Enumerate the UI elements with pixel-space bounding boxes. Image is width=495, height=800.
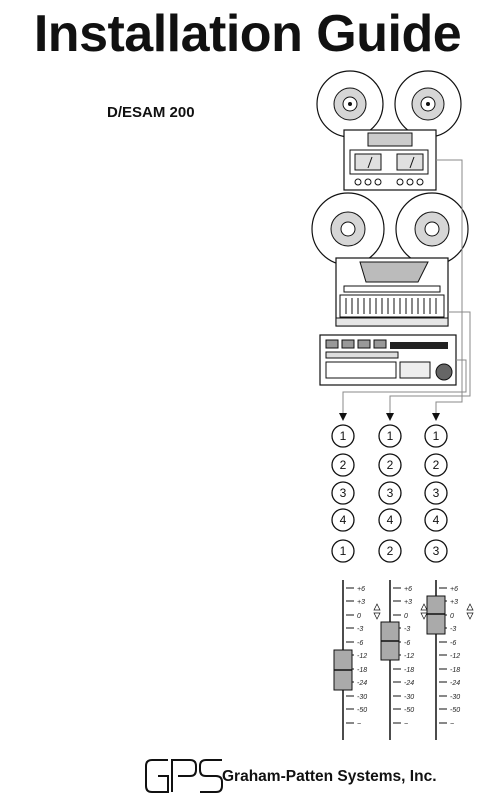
input-label: 1 (387, 429, 394, 443)
scale-label: 0 (404, 613, 408, 620)
input-button-3-1[interactable]: 1 (424, 424, 448, 448)
scale-label: +6 (450, 586, 458, 593)
tape-deck-2 (311, 192, 469, 327)
scale-label: -18 (357, 667, 367, 674)
scale-label: ~ (404, 721, 408, 728)
scale-label: +3 (450, 599, 458, 606)
video-recorder (319, 334, 457, 386)
scale-label: -6 (450, 640, 456, 647)
scale-label: -50 (450, 707, 460, 714)
gps-logo (145, 759, 223, 793)
scale-label: +6 (357, 586, 365, 593)
scale-label: -12 (450, 653, 460, 660)
scale-label: +3 (404, 599, 412, 606)
scale-label: -50 (357, 707, 367, 714)
input-label: 3 (433, 486, 440, 500)
input-button-2-3[interactable]: 3 (378, 481, 402, 505)
unity-arrow-icon (466, 603, 474, 620)
scale-label: -24 (450, 680, 460, 687)
scale-label: -3 (404, 626, 410, 633)
reel-left-icon (316, 70, 384, 138)
matrix-column-3: 1 2 3 4 3 (424, 424, 448, 563)
scale-label: -3 (357, 626, 363, 633)
input-label: 1 (340, 429, 347, 443)
input-label: 3 (340, 486, 347, 500)
fader-knob[interactable] (380, 621, 400, 661)
scale-label: -30 (357, 694, 367, 701)
reel-right-icon (395, 192, 469, 266)
input-label: 2 (387, 458, 394, 472)
signal-wires (342, 159, 471, 416)
output-indicator-1: 1 (331, 539, 355, 563)
fader-2: +6 +3 0 -3 -6 -12 -18 -24 -30 -50 ~ (380, 580, 428, 740)
scale-label: -18 (404, 667, 414, 674)
input-button-3-4[interactable]: 4 (424, 508, 448, 532)
scale-label: -24 (404, 680, 414, 687)
scale-label: ~ (450, 721, 454, 728)
input-button-2-1[interactable]: 1 (378, 424, 402, 448)
fader-knob[interactable] (333, 649, 353, 691)
output-indicator-2: 2 (378, 539, 402, 563)
company-name: Graham-Patten Systems, Inc. (222, 768, 437, 785)
scale-label: -50 (404, 707, 414, 714)
input-button-1-3[interactable]: 3 (331, 481, 355, 505)
scale-label: ~ (357, 721, 361, 728)
input-button-3-2[interactable]: 2 (424, 453, 448, 477)
scale-label: -24 (357, 680, 367, 687)
output-indicator-3: 3 (424, 539, 448, 563)
scale-label: -6 (404, 640, 410, 647)
unity-arrow-icon (373, 603, 381, 620)
fader-ticks (393, 587, 401, 724)
input-button-2-4[interactable]: 4 (378, 508, 402, 532)
fader-knob[interactable] (426, 595, 446, 635)
matrix-column-1: 1 2 3 4 1 (331, 424, 355, 563)
input-button-2-2[interactable]: 2 (378, 453, 402, 477)
scale-label: +3 (357, 599, 365, 606)
scale-label: -18 (450, 667, 460, 674)
input-label: 3 (387, 486, 394, 500)
reel-left-icon (311, 192, 385, 266)
unity-arrow-icon (420, 603, 428, 620)
model-name: D/ESAM 200 (107, 104, 195, 121)
input-label: 4 (387, 513, 394, 527)
input-label: 2 (340, 458, 347, 472)
scale-label: +6 (404, 586, 412, 593)
scale-label: -12 (357, 653, 367, 660)
input-button-1-1[interactable]: 1 (331, 424, 355, 448)
scale-label: -6 (357, 640, 363, 647)
input-button-1-4[interactable]: 4 (331, 508, 355, 532)
scale-label: 0 (450, 613, 454, 620)
input-button-3-3[interactable]: 3 (424, 481, 448, 505)
scale-label: -3 (450, 626, 456, 633)
scale-label: 0 (357, 613, 361, 620)
fader-3: +6 +3 0 -3 -6 -12 -18 -24 -30 -50 ~ (426, 580, 474, 740)
tape-deck-1 (316, 70, 462, 191)
input-button-1-2[interactable]: 2 (331, 453, 355, 477)
arrow-down-icon (339, 413, 440, 421)
reel-right-icon (394, 70, 462, 138)
output-label: 3 (433, 544, 440, 558)
scale-label: -12 (404, 653, 414, 660)
input-label: 4 (340, 513, 347, 527)
input-label: 4 (433, 513, 440, 527)
scale-label: -30 (450, 694, 460, 701)
document-title: Installation Guide (33, 5, 462, 63)
matrix-column-2: 1 2 3 4 2 (378, 424, 402, 563)
input-label: 2 (433, 458, 440, 472)
input-label: 1 (433, 429, 440, 443)
scale-label: -30 (404, 694, 414, 701)
output-label: 2 (387, 544, 394, 558)
fader-1: +6 +3 0 -3 -6 -12 -18 -24 -30 -50 ~ (333, 580, 381, 740)
output-label: 1 (340, 544, 347, 558)
